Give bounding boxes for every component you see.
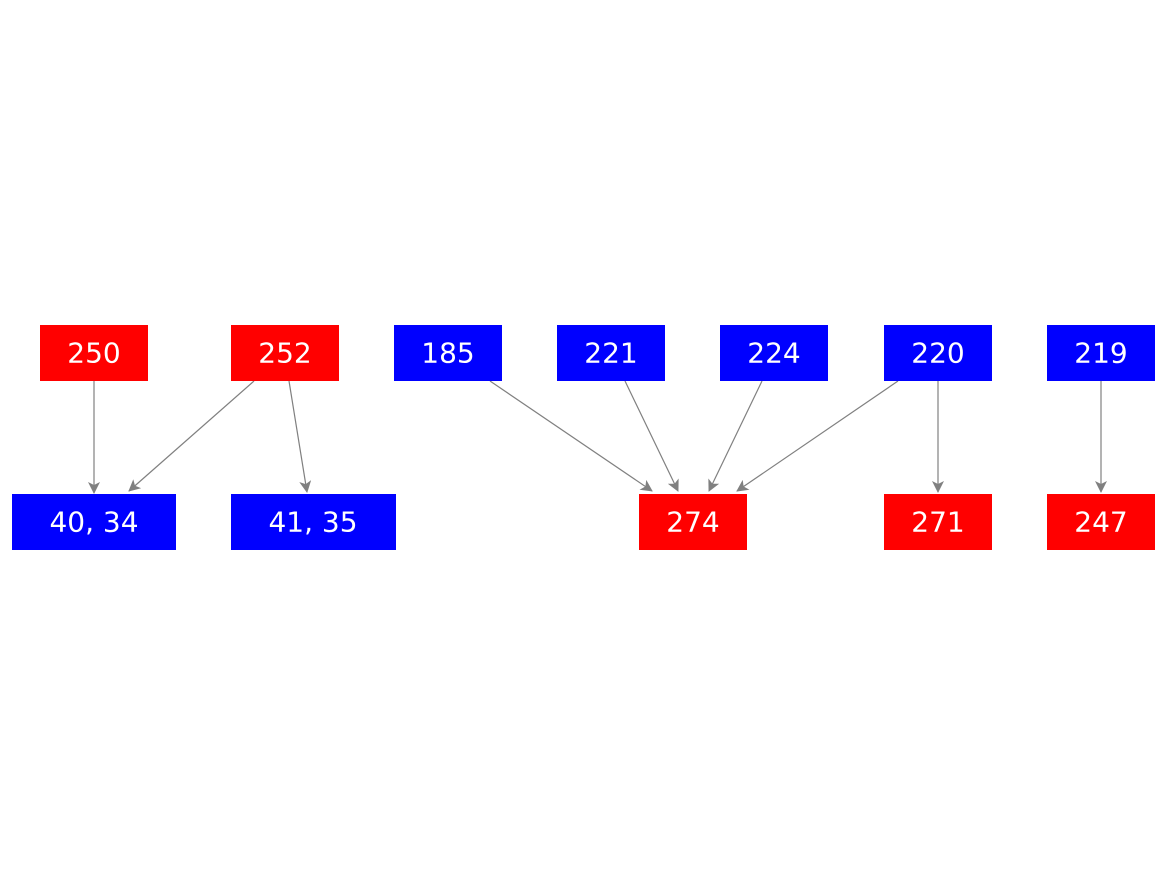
node-label: 224 xyxy=(747,337,800,370)
node-label: 250 xyxy=(67,337,120,370)
edge-221-to-274 xyxy=(624,380,679,492)
node-box xyxy=(12,494,176,550)
edge-185-to-274 xyxy=(489,380,653,492)
node-box xyxy=(1047,494,1155,550)
node-label: 185 xyxy=(421,337,474,370)
node-220: 220 xyxy=(884,325,992,381)
node-label: 220 xyxy=(911,337,964,370)
node-label: 221 xyxy=(584,337,637,370)
node-box xyxy=(231,494,396,550)
node-label: 274 xyxy=(666,506,719,539)
node-box xyxy=(884,325,992,381)
node-185: 185 xyxy=(394,325,502,381)
node-252: 252 xyxy=(231,325,339,381)
node-label: 41, 35 xyxy=(268,506,357,539)
node-label: 40, 34 xyxy=(49,506,138,539)
node-219: 219 xyxy=(1047,325,1155,381)
edges-layer xyxy=(88,380,1107,494)
node-box xyxy=(394,325,502,381)
node-247: 247 xyxy=(1047,494,1155,550)
node-box xyxy=(40,325,148,381)
node-box xyxy=(557,325,665,381)
edge-220-to-274 xyxy=(736,380,899,492)
node-box xyxy=(720,325,828,381)
node-label: 247 xyxy=(1074,506,1127,539)
nodes-layer: 250 252 185 221 224 220 219 40, 3 xyxy=(12,325,1155,550)
node-box xyxy=(1047,325,1155,381)
node-label: 252 xyxy=(258,337,311,370)
node-label: 219 xyxy=(1074,337,1127,370)
edge-252-to-41-35 xyxy=(288,380,312,493)
node-274: 274 xyxy=(639,494,747,550)
node-41-35: 41, 35 xyxy=(231,494,396,550)
node-221: 221 xyxy=(557,325,665,381)
edge-224-to-274 xyxy=(708,380,763,492)
edge-252-to-40-34 xyxy=(128,380,255,492)
node-271: 271 xyxy=(884,494,992,550)
node-250: 250 xyxy=(40,325,148,381)
node-box xyxy=(639,494,747,550)
node-40-34: 40, 34 xyxy=(12,494,176,550)
node-224: 224 xyxy=(720,325,828,381)
node-box xyxy=(884,494,992,550)
node-box xyxy=(231,325,339,381)
node-label: 271 xyxy=(911,506,964,539)
